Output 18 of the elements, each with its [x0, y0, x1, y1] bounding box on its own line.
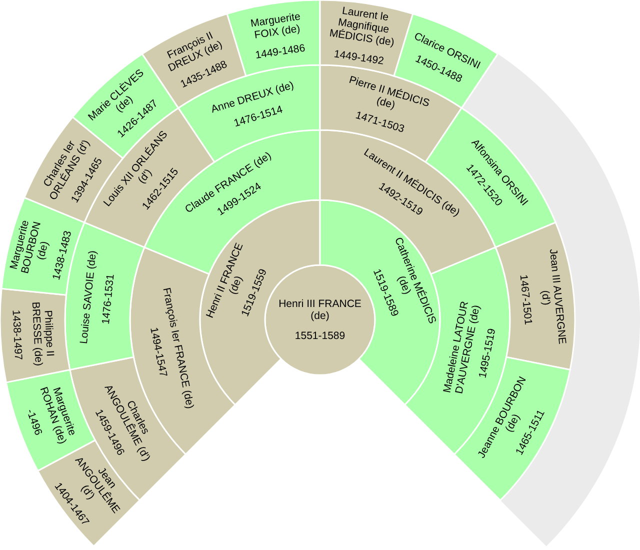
life-dates: -1496 [24, 408, 44, 437]
person-name: Henri III FRANCE (de) [278, 298, 362, 322]
person-name: Louise SAVOIE (de) [78, 250, 100, 344]
person-name: Laurent le Magnifique MÉDICIS (de) [328, 3, 396, 49]
person-name: Jean III AUVERGNE (d') [538, 247, 568, 347]
life-dates: 1495-1519 [476, 328, 498, 380]
person-name: Marguerite FOIX (de) [248, 9, 302, 43]
ancestor-sector [226, 0, 321, 77]
life-dates: 1449-1486 [254, 42, 306, 62]
life-dates: 1438-1497 [10, 310, 24, 360]
life-dates: 1467-1501 [517, 274, 534, 326]
life-dates: 1551-1589 [294, 330, 346, 342]
person-name: Philippe II BRESSE (de) [29, 300, 57, 368]
life-dates: 1494-1547 [147, 326, 169, 378]
ancestor-sector [0, 288, 71, 384]
life-dates: 1449-1492 [333, 48, 385, 67]
ancestor-sector [494, 222, 576, 370]
life-dates: 1476-1531 [100, 274, 117, 325]
